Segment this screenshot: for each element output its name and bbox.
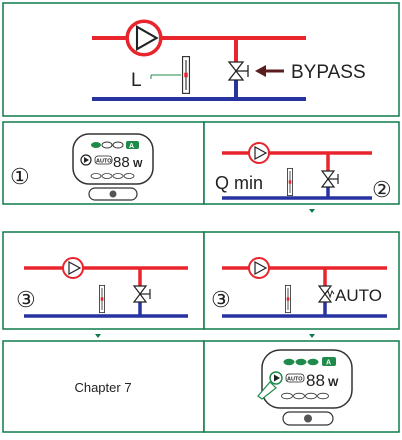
- bottom-led-4: [317, 392, 329, 400]
- bottom-led-2: [101, 173, 113, 179]
- panel-row3-left: ③: [2, 231, 205, 330]
- chapter-ref: Chapter 7: [74, 380, 131, 395]
- bottom-led-3: [305, 392, 317, 400]
- panel-row4-left: Chapter 7: [2, 340, 205, 433]
- mode-led-3: [112, 141, 124, 149]
- panel-row3-right-border: [203, 231, 400, 330]
- display-unit: W: [133, 159, 143, 170]
- callout-pointer: [257, 381, 277, 400]
- svg-text:A: A: [129, 143, 134, 150]
- mode-led-1: [283, 358, 295, 366]
- display-digits: 88: [113, 154, 130, 171]
- label-qmin: Q min: [215, 173, 263, 193]
- panel-row2-left: ① A AUTO 88 W: [2, 121, 205, 205]
- svg-text:A: A: [326, 360, 331, 367]
- label-bypass: BYPASS: [291, 62, 366, 83]
- badge-a: [126, 141, 139, 149]
- mode-led-2: [295, 358, 307, 366]
- knob-icon: [304, 414, 312, 423]
- connector-arrow: [309, 334, 315, 338]
- panel-row2-right: Q min ②: [203, 121, 400, 205]
- knob-icon: [109, 190, 117, 198]
- display-unit: W: [328, 377, 339, 389]
- pump-icon: [248, 142, 270, 164]
- svg-text:AUTO: AUTO: [96, 159, 112, 165]
- step-3: ③: [16, 287, 36, 312]
- auto-badge: [285, 373, 305, 383]
- bottom-led-4: [123, 173, 135, 179]
- connector-arrow: [95, 334, 101, 338]
- mode-led-2: [101, 141, 113, 149]
- label-l: L: [131, 70, 142, 91]
- bypass-valve-icon: [227, 61, 249, 81]
- panel-row2-right-border: [203, 121, 400, 205]
- pump-icon: [125, 19, 163, 57]
- pump-play-icon: [80, 154, 92, 166]
- step-1: ①: [10, 164, 30, 189]
- pump-control-display: A AUTO 88 W: [257, 349, 353, 426]
- pump-icon: [62, 257, 84, 279]
- pump-control-display: A AUTO 88 W: [72, 133, 154, 201]
- flow-meter-icon: [99, 284, 105, 314]
- label-auto: AUTO: [335, 286, 382, 305]
- bottom-led-3: [112, 173, 124, 179]
- flow-meter-icon: [181, 56, 191, 94]
- bottom-led-1: [281, 392, 293, 400]
- display-digits: 88: [306, 371, 325, 390]
- flow-meter-icon: [285, 284, 291, 314]
- svg-text:AUTO: AUTO: [287, 377, 303, 383]
- pump-icon: [248, 257, 270, 279]
- bottom-led-1: [90, 173, 102, 179]
- flow-meter-icon: [287, 167, 293, 197]
- mode-led-3: [307, 358, 319, 366]
- auto-badge: [94, 155, 113, 165]
- panel-row4-right: A AUTO 88 W: [203, 340, 400, 433]
- bypass-arrow-icon: [255, 65, 284, 77]
- badge-a: [322, 357, 336, 366]
- step-2: ②: [372, 177, 392, 202]
- bottom-led-2: [293, 392, 305, 400]
- panel-row3-right: ③ AUTO: [203, 231, 400, 330]
- connector-arrow: [309, 209, 315, 213]
- pump-play-icon: [269, 371, 283, 385]
- bypass-valve-auto-icon: [317, 285, 335, 303]
- mode-led-1: [91, 142, 101, 148]
- panel-top: L BYPASS: [2, 2, 400, 117]
- step-3b: ③: [211, 287, 231, 312]
